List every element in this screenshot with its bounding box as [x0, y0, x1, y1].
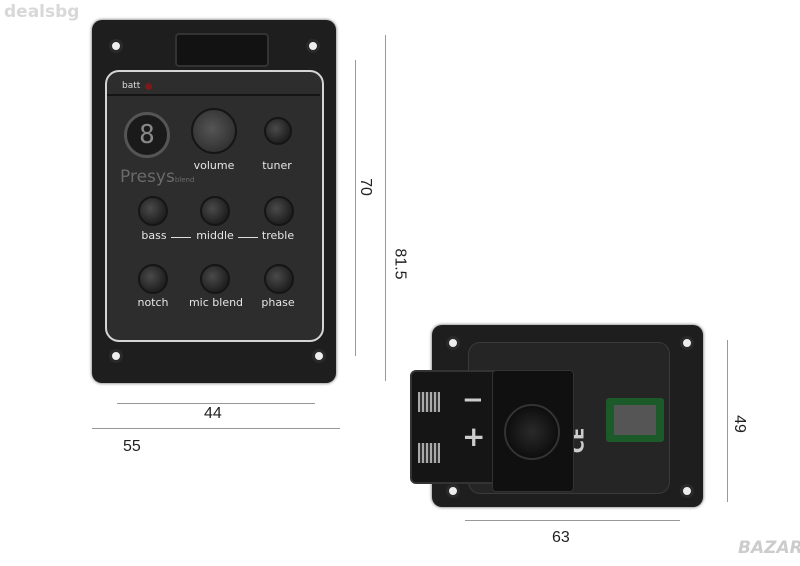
watermark-bazar: BAZAR — [738, 538, 800, 558]
screw-icon — [109, 39, 123, 53]
divider — [171, 237, 191, 238]
plus-mark: + — [462, 420, 486, 453]
dimension-line — [117, 403, 315, 404]
screw-icon — [446, 484, 460, 498]
phase-label: phase — [261, 296, 295, 309]
volume-knob[interactable] — [191, 108, 237, 154]
phase-button[interactable] — [264, 264, 294, 294]
dimension-55: 55 — [123, 438, 141, 455]
dimension-line — [92, 428, 340, 429]
tuner-button[interactable] — [264, 117, 292, 145]
middle-label: middle — [196, 229, 234, 242]
bass-knob[interactable] — [138, 196, 168, 226]
tuner-label: tuner — [262, 159, 292, 172]
screw-icon — [306, 39, 320, 53]
tuner-display: 8 — [124, 112, 170, 158]
middle-knob[interactable] — [200, 196, 230, 226]
dimension-81-5: 81.5 — [391, 248, 409, 280]
brand-logo: Presysblend — [120, 167, 194, 187]
dimension-49: 49 — [730, 415, 748, 433]
microphone-icon — [504, 404, 560, 460]
top-tab — [175, 33, 269, 67]
screw-icon — [312, 349, 326, 363]
mic-blend-knob[interactable] — [200, 264, 230, 294]
mic-blend-label: mic blend — [188, 296, 244, 309]
dimension-line — [355, 60, 356, 356]
battery-spring — [418, 443, 440, 463]
dimension-line — [727, 340, 728, 502]
dimension-44: 44 — [204, 405, 222, 422]
brand-sub: blend — [174, 176, 195, 184]
volume-label: volume — [193, 159, 235, 172]
divider — [107, 94, 320, 96]
bass-label: bass — [141, 229, 167, 242]
screw-icon — [680, 336, 694, 350]
divider — [238, 237, 258, 238]
dimension-63: 63 — [552, 529, 570, 546]
treble-label: treble — [261, 229, 295, 242]
screw-icon — [680, 484, 694, 498]
watermark-dealsbg: dealsbg — [4, 2, 80, 22]
battery-led-icon — [145, 83, 152, 90]
minus-mark: − — [462, 385, 484, 415]
dimension-line — [385, 35, 386, 381]
notch-knob[interactable] — [138, 264, 168, 294]
treble-knob[interactable] — [264, 196, 294, 226]
dimension-line — [465, 520, 680, 521]
batt-label: batt — [122, 81, 141, 91]
screw-icon — [446, 336, 460, 350]
brand-name: Presys — [120, 167, 175, 187]
dimension-70: 70 — [356, 178, 374, 196]
battery-spring — [418, 392, 440, 412]
jack-connector — [614, 405, 656, 435]
screw-icon — [109, 349, 123, 363]
notch-label: notch — [137, 296, 169, 309]
